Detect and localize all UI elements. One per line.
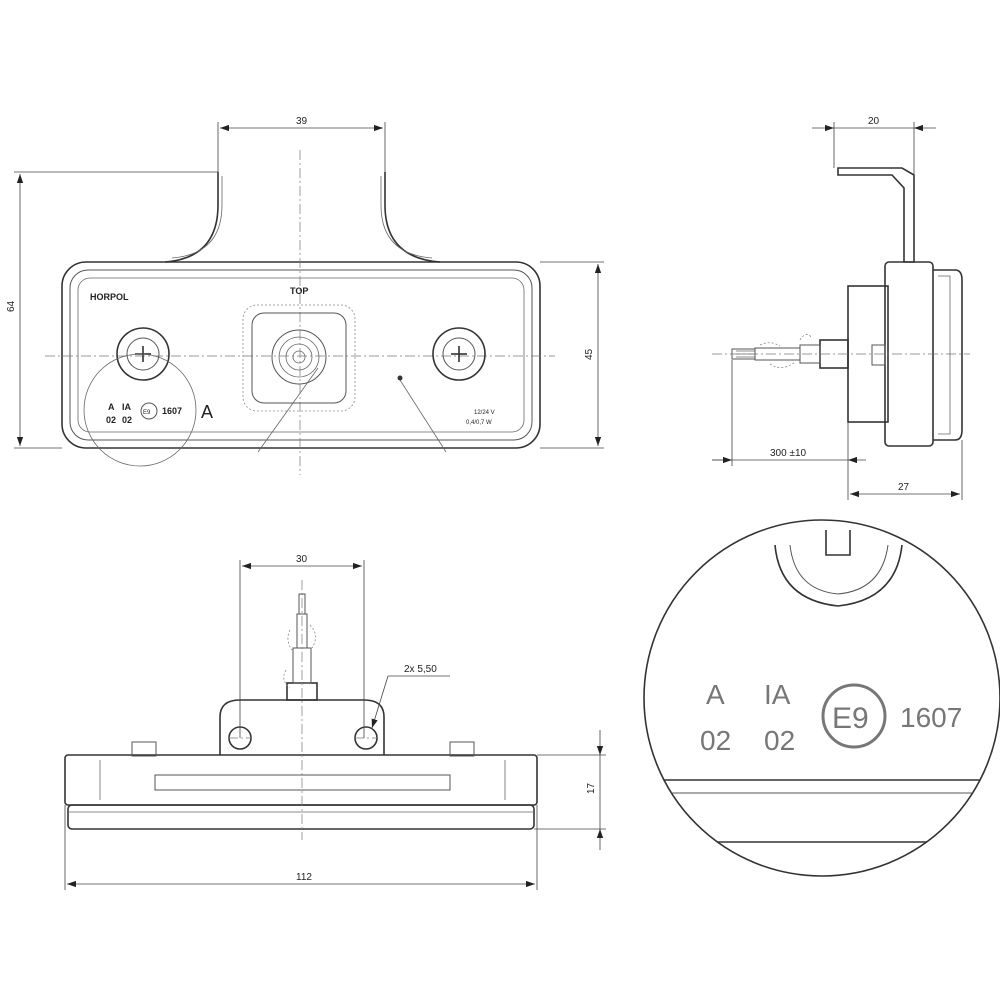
detail-approval-number: 1607 (900, 702, 962, 733)
detail-ece-circle (821, 683, 887, 749)
dim-overall-width: 112 (296, 872, 312, 883)
dim-top-width: 39 (296, 116, 308, 127)
detail-callout-circle (83, 353, 197, 467)
power-label: 0,4/0,7 W (466, 420, 492, 426)
detail-mark-a: A (706, 679, 725, 710)
side-cable (731, 334, 849, 369)
detail-view: A IA 02 02 E9 1607 (643, 519, 1000, 877)
front-body (61, 261, 541, 449)
voltage-label: 12/24 V (474, 410, 495, 416)
detail-ece-symbol: E9 (832, 702, 869, 735)
dim-overall-height: 64 (6, 300, 17, 312)
dim-bottom-width: 30 (296, 554, 308, 565)
bottom-dimensions: 30 2x 5,50 17 112 (64, 554, 606, 890)
detail-mark-ia: IA (764, 679, 791, 710)
dim-body-height: 45 (584, 348, 595, 360)
ece-circle (140, 402, 158, 420)
mark-a: A (108, 402, 115, 412)
dim-cable-length: 300 ±10 (770, 448, 807, 459)
side-view (712, 167, 970, 447)
right-screw (432, 327, 486, 381)
mark-02b: 02 (122, 415, 132, 425)
approval-number: 1607 (162, 406, 182, 416)
dim-bottom-height: 17 (586, 782, 597, 794)
class-letter: A (201, 402, 213, 422)
dim-hole-note: 2x 5,50 (404, 664, 437, 675)
bottom-body (64, 754, 538, 806)
brand-label: HORPOL (90, 292, 129, 302)
bottom-view (64, 580, 538, 840)
front-dimensions: 39 64 45 (6, 116, 604, 449)
ece-symbol: E9 (143, 410, 151, 416)
dim-side-width: 20 (868, 116, 880, 127)
dim-depth: 27 (898, 482, 910, 493)
side-bracket (837, 167, 915, 263)
detail-circle (643, 519, 1000, 877)
mark-ia: IA (122, 402, 132, 412)
front-bracket (164, 172, 441, 263)
front-view: HORPOL TOP A IA 02 02 E9 1607 A 12/24 V … (45, 150, 555, 475)
center-lens (242, 304, 356, 412)
detail-mark-02a: 02 (700, 725, 731, 756)
top-label: TOP (290, 286, 308, 296)
mark-02a: 02 (106, 415, 116, 425)
detail-mark-02b: 02 (764, 725, 795, 756)
side-dimensions: 20 300 ±10 27 (712, 116, 963, 500)
